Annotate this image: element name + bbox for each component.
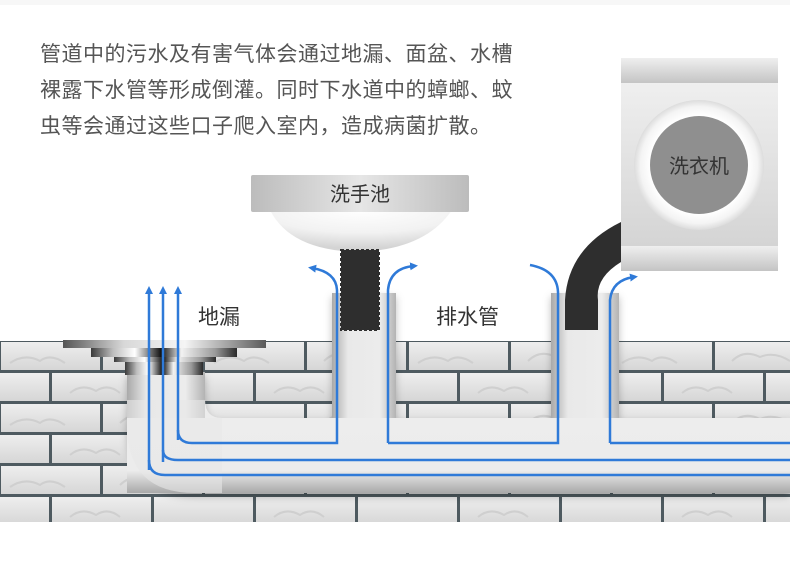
description-line-1: 管道中的污水及有害气体会通过地漏、面盆、水槽 xyxy=(40,42,513,66)
horizontal-pipe-body xyxy=(127,418,790,493)
basin-flow-left xyxy=(176,264,339,445)
washer-drain-hose xyxy=(565,222,621,330)
airflow-lines xyxy=(145,262,790,477)
washer-label: 洗衣机 xyxy=(669,154,729,178)
description-text: 管道中的污水及有害气体会通过地漏、面盆、水槽 裸露下水管等形成倒灌。同时下水道中… xyxy=(40,36,600,144)
main-flow-line-2 xyxy=(161,449,790,462)
wash-basin: 洗手池 xyxy=(251,175,469,252)
drain-pipe-label: 排水管 xyxy=(436,305,499,329)
top-band xyxy=(0,0,790,5)
basin-flow-right xyxy=(386,262,418,443)
basin-label: 洗手池 xyxy=(330,182,390,206)
description-line-2: 裸露下水管等形成倒灌。同时下水道中的蟑螂、蚊 xyxy=(40,78,513,102)
description-line-3: 虫等会通过这些口子爬入室内，造成病菌扩散。 xyxy=(40,114,492,138)
washer-flow-up xyxy=(608,273,638,443)
basin-drain-hose xyxy=(340,249,380,331)
washer-flow-left xyxy=(388,263,560,445)
washing-machine: 洗衣机 xyxy=(621,58,778,271)
floor-drain-label: 地漏 xyxy=(198,305,240,329)
main-flow-line-1 xyxy=(147,459,790,477)
